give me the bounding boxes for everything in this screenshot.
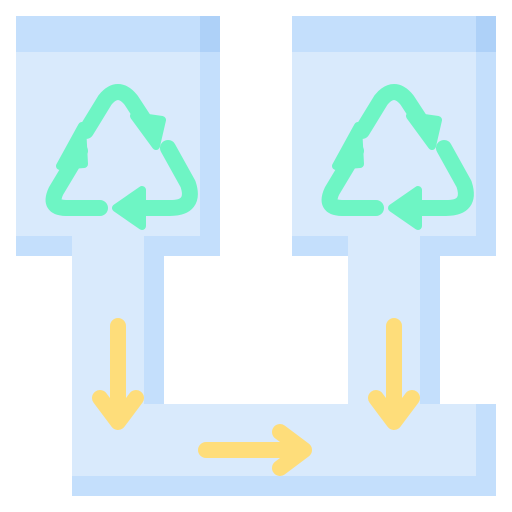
arrow-down-icon [368,318,420,430]
arrow-down-icon [92,318,144,430]
right-bin-panel [292,16,496,256]
arrow-right-icon [198,424,312,476]
flow-pipe [72,236,496,496]
left-bin-panel [16,16,220,256]
